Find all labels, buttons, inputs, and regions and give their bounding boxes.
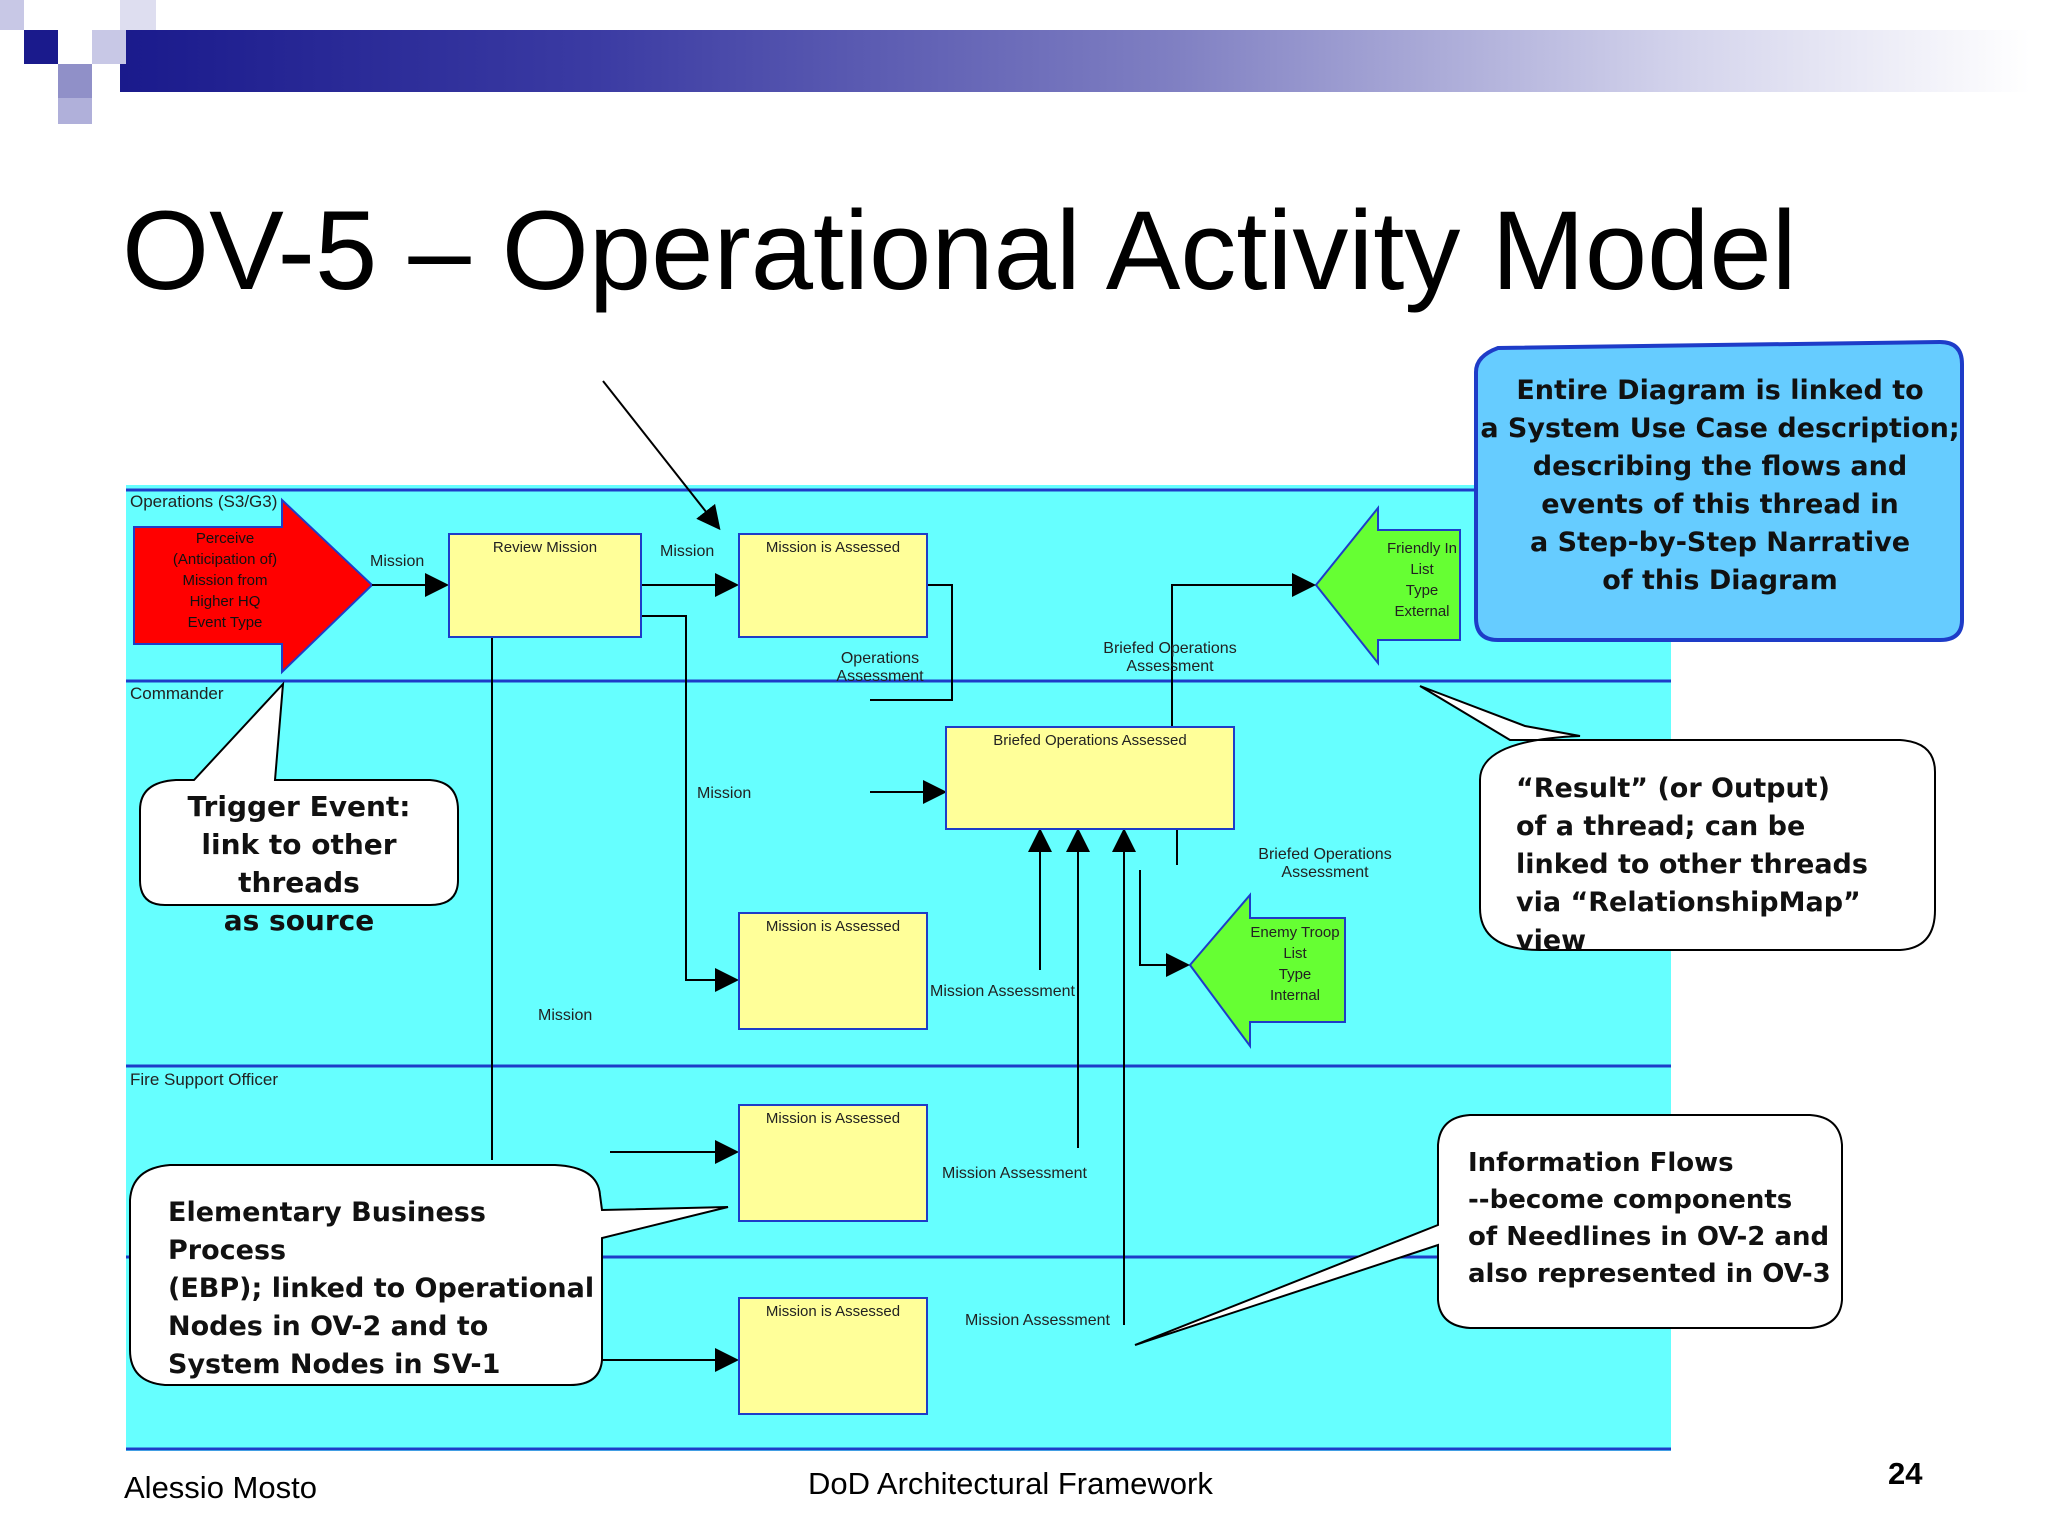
blue-callout-text: Entire Diagram is linked to a System Use… xyxy=(1478,372,1962,600)
blue-callout-line-6: of this Diagram xyxy=(1602,565,1838,596)
header-gradient-bar xyxy=(120,30,2030,92)
enemy-line-4: Internal xyxy=(1269,987,1321,1004)
flow-label-mission-4: Mission xyxy=(538,1007,593,1024)
footer-title: DoD Architectural Framework xyxy=(808,1466,1213,1501)
friendly-arrow-text: Friendly In List Type External xyxy=(1372,538,1472,622)
blue-callout-line-1: Entire Diagram is linked to xyxy=(1516,375,1924,406)
slide-title: OV-5 – Operational Activity Model xyxy=(122,188,1797,313)
ebp-callout-line-3: Nodes in OV-2 and to xyxy=(168,1311,489,1342)
friendly-line-4: External xyxy=(1394,603,1450,620)
flow-label-mission-3: Mission xyxy=(697,785,752,802)
activity-mission-assessed-4: Mission is Assessed xyxy=(738,1297,928,1415)
blue-callout-line-4: events of this thread in xyxy=(1541,489,1899,520)
flow-label-mission-assessment-1: Mission Assessment xyxy=(930,983,1075,1000)
ebp-callout-line-1: Elementary Business Process xyxy=(168,1197,486,1266)
info-flows-line-2: --become components xyxy=(1468,1185,1793,1215)
lane-label-commander: Commander xyxy=(130,684,224,703)
trigger-callout-line-1: Trigger Event: xyxy=(187,790,411,823)
flow-label-mission-assessment-3: Mission Assessment xyxy=(965,1312,1110,1329)
trigger-callout-line-2: link to other threads xyxy=(201,828,397,899)
activity-mission-assessed-1: Mission is Assessed xyxy=(738,533,928,638)
info-flows-line-3: of Needlines in OV-2 and xyxy=(1468,1222,1830,1252)
briefed-ops-1-line-1: Briefed Operations xyxy=(1103,640,1237,657)
activity-review-mission: Review Mission xyxy=(448,533,642,638)
friendly-line-3: Type xyxy=(1405,582,1439,599)
flow-label-briefed-ops-2: Briefed Operations Assessment xyxy=(1245,846,1405,882)
lane-label-fire-support: Fire Support Officer xyxy=(130,1070,279,1089)
result-callout-shape xyxy=(1419,685,1936,951)
ops-assessment-line-2: Assessment xyxy=(836,668,924,685)
flow-label-mission-1: Mission xyxy=(370,553,425,570)
friendly-line-1: Friendly In xyxy=(1386,540,1458,557)
enemy-line-2: List xyxy=(1283,945,1307,962)
footer-author: Alessio Mosto xyxy=(124,1470,317,1505)
result-callout-line-4: via “RelationshipMap” view xyxy=(1516,887,1861,956)
header-square-3 xyxy=(58,64,92,98)
header-square-5 xyxy=(58,98,92,124)
trigger-arrow-shape xyxy=(133,497,374,675)
ebp-callout-line-4: System Nodes in SV-1 xyxy=(168,1349,501,1380)
flow-label-briefed-ops-1: Briefed Operations Assessment xyxy=(1090,640,1250,676)
activity-mission-assessed-3: Mission is Assessed xyxy=(738,1104,928,1222)
ebp-callout-line-2: (EBP); linked to Operational xyxy=(168,1273,595,1304)
info-flows-callout-text: Information Flows --become components of… xyxy=(1468,1145,1848,1293)
trigger-callout-line-3: as source xyxy=(223,904,375,937)
friendly-line-2: List xyxy=(1410,561,1434,578)
lane-label-operations: Operations (S3/G3) xyxy=(130,492,278,511)
ops-assessment-line-1: Operations xyxy=(840,650,920,667)
lane-separators xyxy=(126,488,1671,1451)
briefed-ops-2-line-1: Briefed Operations xyxy=(1258,846,1392,863)
trigger-line-4: Higher HQ xyxy=(189,593,261,610)
trigger-arrow-text: Perceive (Anticipation of) Mission from … xyxy=(140,528,310,633)
header-square-4 xyxy=(92,30,126,64)
enemy-line-3: Type xyxy=(1278,966,1312,983)
info-flows-callout-shape xyxy=(1134,1114,1843,1346)
enemy-line-1: Enemy Troop xyxy=(1250,924,1340,941)
page-number: 24 xyxy=(1888,1456,1923,1491)
result-callout-line-3: linked to other threads xyxy=(1516,849,1868,880)
flow-label-ops-assessment: Operations Assessment xyxy=(820,650,940,686)
enemy-arrow-text: Enemy Troop List Type Internal xyxy=(1250,922,1340,1006)
flow-label-mission-2: Mission xyxy=(660,543,715,560)
trigger-line-3: Mission from xyxy=(182,572,268,589)
result-callout-text: “Result” (or Output) of a thread; can be… xyxy=(1516,770,1936,960)
trigger-line-2: (Anticipation of) xyxy=(172,551,278,568)
activity-mission-assessed-2: Mission is Assessed xyxy=(738,912,928,1030)
trigger-line-5: Event Type xyxy=(187,614,263,631)
briefed-ops-2-line-2: Assessment xyxy=(1281,864,1369,881)
result-callout-line-2: of a thread; can be xyxy=(1516,811,1806,842)
blue-callout-shape xyxy=(1474,339,1964,642)
header-square-6 xyxy=(120,0,156,30)
result-callout-line-1: “Result” (or Output) xyxy=(1516,773,1830,804)
activity-briefed-operations: Briefed Operations Assessed xyxy=(945,726,1235,830)
info-flows-line-1: Information Flows xyxy=(1468,1148,1734,1178)
header-square-2 xyxy=(0,0,24,30)
flow-label-mission-assessment-2: Mission Assessment xyxy=(942,1165,1087,1182)
header-square-1 xyxy=(24,30,58,64)
ebp-callout-shape xyxy=(129,1164,729,1386)
ebp-callout-text: Elementary Business Process (EBP); linke… xyxy=(168,1194,608,1384)
enemy-arrow-shape xyxy=(1188,892,1346,1050)
blue-callout-line-5: a Step-by-Step Narrative xyxy=(1529,527,1911,558)
blue-callout-line-2: a System Use Case description; xyxy=(1480,413,1960,444)
info-flows-line-4: also represented in OV-3 xyxy=(1468,1259,1831,1289)
trigger-callout-shape xyxy=(139,681,459,906)
briefed-ops-1-line-2: Assessment xyxy=(1126,658,1214,675)
friendly-arrow-shape xyxy=(1314,505,1461,666)
trigger-line-1: Perceive xyxy=(195,530,255,547)
blue-callout-line-3: describing the flows and xyxy=(1532,451,1908,482)
trigger-callout-text: Trigger Event: link to other threads as … xyxy=(140,788,458,940)
